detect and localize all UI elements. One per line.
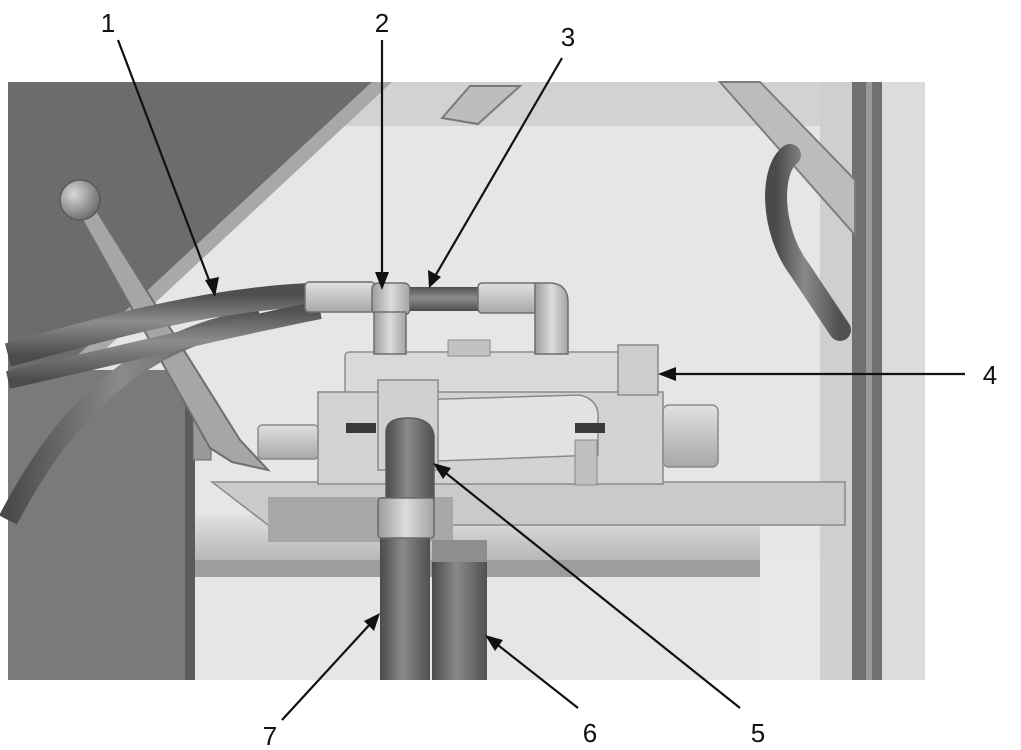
machine-illustration [0,81,925,680]
valve-lower-port [574,439,598,486]
leader-line-1 [116,39,214,289]
callout-7: 7 [263,721,277,750]
hose-fitting-left [304,281,376,313]
callout-5: 5 [751,718,765,748]
tee-down-leg [373,311,407,355]
arrowhead-3 [428,270,441,288]
left-post-edge [185,370,195,680]
arrowhead-2 [375,272,389,290]
lever-knob [59,179,101,221]
callout-1: 1 [101,8,115,38]
leader-line-7 [281,621,373,721]
hose-six [432,560,487,680]
valve-seal-left [346,423,376,433]
left-vertical-post [8,370,193,680]
lower-right-block [760,560,820,680]
valve-left-spool [257,424,319,460]
arrowhead-1 [205,277,219,297]
valve-front-plate [409,394,599,463]
callout-4: 4 [983,360,997,390]
hose-seven [380,535,430,680]
right-curved-hose [765,144,851,341]
top-hose-segment [410,287,490,311]
callout-2: 2 [375,8,389,38]
port-elbow-fitting [385,417,435,501]
callout-3: 3 [561,22,575,52]
right-post-outer [882,82,925,680]
hose-six-top [432,540,487,562]
arrowhead-5 [433,463,451,479]
callout-6: 6 [583,718,597,748]
arrowhead-4 [658,367,676,381]
leader-lines [116,39,965,721]
hose-nut [377,497,435,539]
leader-line-5 [441,469,741,709]
leader-line-3 [433,57,563,279]
arrowhead-7 [364,613,380,631]
elbow-fitting [534,282,569,355]
hose-fitting-right [477,282,539,314]
valve-side-block [617,344,659,396]
right-post-highlight [866,82,872,680]
arrowhead-6 [485,635,503,651]
left-hose-branch [6,301,322,389]
valve-right-spool [662,404,719,468]
valve-seal-right [575,423,605,433]
top-bracket [440,85,523,126]
leader-line-6 [493,641,579,709]
left-hose-main [4,283,311,367]
callout-numbers: 1 2 3 4 5 6 7 [101,8,997,750]
valve-top-cap [447,339,491,357]
tee-fitting [371,282,411,316]
